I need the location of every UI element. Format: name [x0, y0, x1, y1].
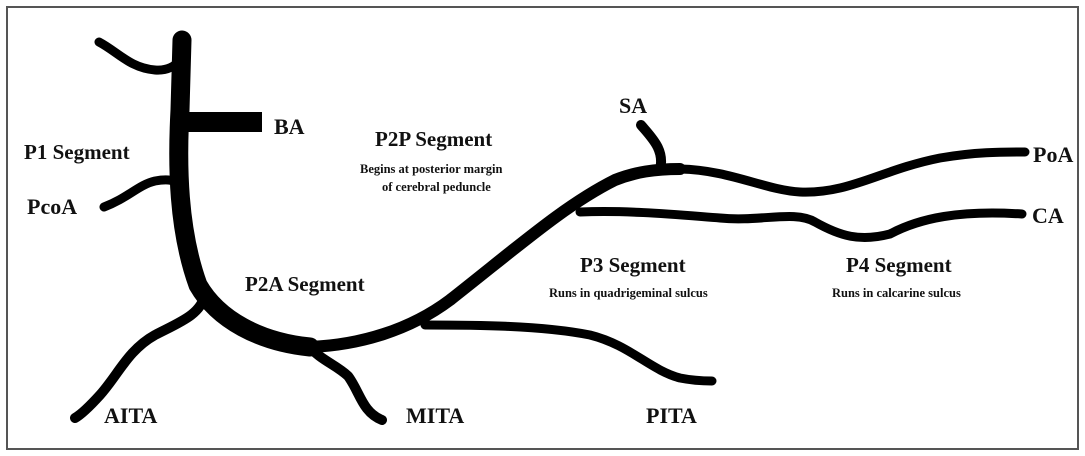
label-p2a-segment: P2A Segment [245, 272, 365, 296]
ca-vessel [575, 207, 1027, 243]
main-trunk-vessel [169, 30, 320, 357]
label-mita: MITA [406, 403, 464, 428]
label-poa: PoA [1033, 142, 1073, 167]
pita-vessel [420, 320, 717, 386]
label-ba: BA [274, 114, 305, 139]
label-pita: PITA [646, 403, 697, 428]
label-sa: SA [619, 93, 647, 118]
label-p3-segment: P3 Segment [580, 253, 686, 277]
label-p1-segment: P1 Segment [24, 140, 130, 164]
label-p3-note: Runs in quadrigeminal sulcus [549, 286, 708, 300]
pcoa-vessel [99, 175, 183, 212]
label-p2p-note-1: Begins at posterior margin [360, 162, 503, 176]
label-aita: AITA [104, 403, 157, 428]
label-ca: CA [1032, 203, 1064, 228]
label-p2p-note-2: of cerebral peduncle [382, 180, 491, 194]
label-p2p-segment: P2P Segment [375, 127, 492, 151]
p2p-p3-vessel [304, 163, 686, 353]
label-pcoa: PcoA [27, 194, 77, 219]
label-p4-segment: P4 Segment [846, 253, 952, 277]
label-p4-note: Runs in calcarine sulcus [832, 286, 961, 300]
sa-vessel [636, 120, 667, 175]
mita-vessel [303, 340, 387, 425]
poa-vessel [675, 147, 1030, 197]
vessel-tree [70, 30, 1030, 425]
aita-vessel [70, 290, 210, 423]
